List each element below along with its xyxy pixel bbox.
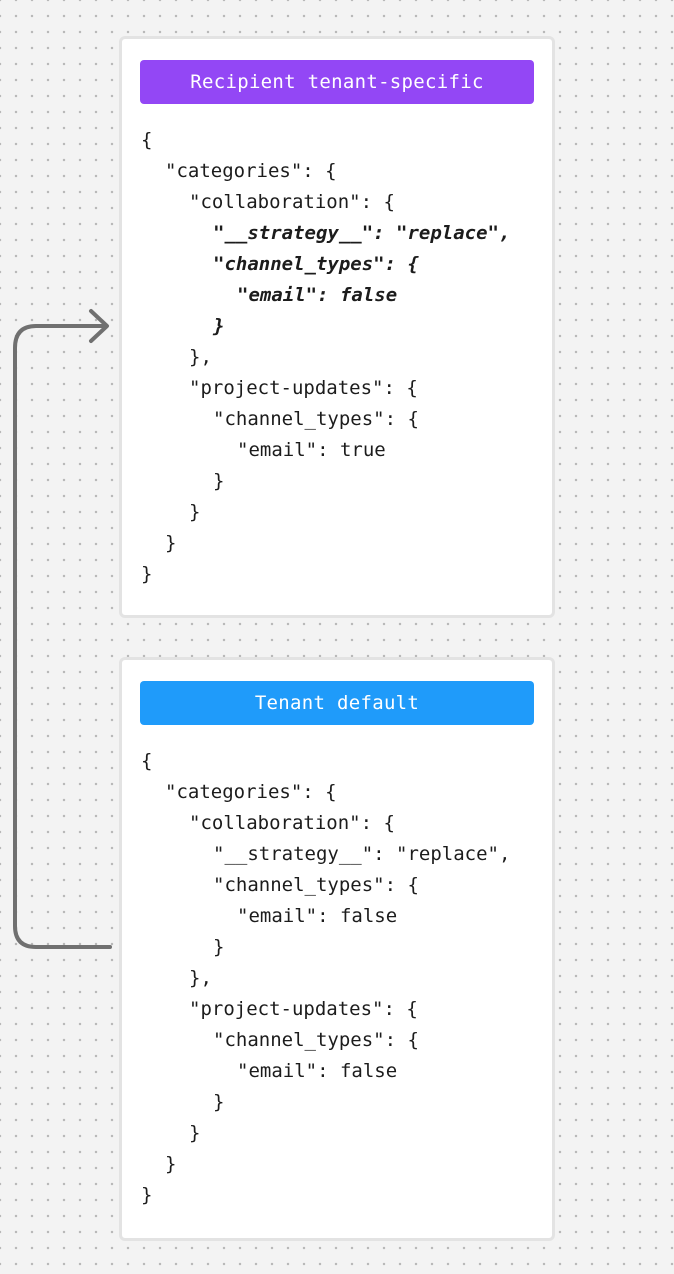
json-line: "project-updates": { — [189, 377, 418, 399]
json-line: "email": false — [237, 284, 398, 306]
connector-line — [13, 324, 112, 949]
json-line: "categories": { — [165, 781, 337, 803]
json-line: "channel_types": { — [213, 408, 419, 430]
default-json-block: { "categories": { "collaboration": { "__str… — [141, 746, 510, 1211]
recipient-json-block: { "categories": { "collaboration": { "__str… — [141, 125, 510, 590]
json-line: } — [213, 936, 225, 958]
json-line: { — [141, 129, 153, 151]
tenant-default-header: Tenant default — [140, 681, 534, 725]
json-line: "channel_types": { — [213, 253, 419, 275]
json-line: "__strategy__": "replace", — [213, 222, 511, 244]
arrow-head-icon — [89, 309, 109, 343]
json-line: } — [189, 1122, 201, 1144]
recipient-tenant-title: Recipient tenant-specific — [190, 71, 484, 93]
json-line: } — [165, 532, 177, 554]
json-line: } — [213, 470, 225, 492]
json-line: "email": false — [237, 1060, 398, 1082]
recipient-tenant-card: Recipient tenant-specific { "categories":… — [119, 36, 555, 618]
json-line: "collaboration": { — [189, 812, 395, 834]
json-line: "email": false — [237, 905, 398, 927]
json-line: "collaboration": { — [189, 191, 395, 213]
json-line: "channel_types": { — [213, 1029, 419, 1051]
json-line: } — [165, 1153, 177, 1175]
json-line: "project-updates": { — [189, 998, 418, 1020]
json-line: } — [189, 501, 201, 523]
json-line: } — [213, 1091, 225, 1113]
json-line: }, — [189, 346, 212, 368]
json-line: } — [141, 1184, 153, 1206]
json-line: "email": true — [237, 439, 386, 461]
tenant-default-title: Tenant default — [254, 692, 420, 714]
tenant-default-card: Tenant default { "categories": { "collabor… — [119, 657, 555, 1241]
json-line: "__strategy__": "replace", — [213, 843, 511, 865]
json-line: "categories": { — [165, 160, 337, 182]
json-line: } — [213, 315, 225, 337]
json-line: }, — [189, 967, 212, 989]
json-line: { — [141, 750, 153, 772]
json-line: "channel_types": { — [213, 874, 419, 896]
json-line: } — [141, 563, 153, 585]
recipient-tenant-header: Recipient tenant-specific — [140, 60, 534, 104]
